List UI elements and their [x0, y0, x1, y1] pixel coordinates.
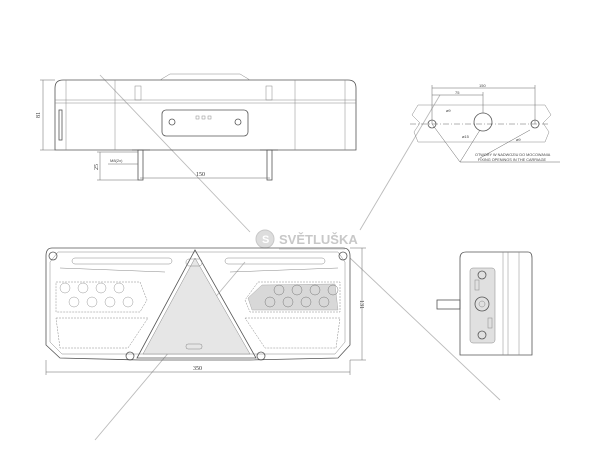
bolt-length-dim: 25: [94, 164, 100, 170]
top-view: 81 25 M8(2x) 150: [36, 73, 357, 181]
note-polish: OTWORY W NADWOZIU DO MOCOWANIA: [475, 153, 551, 157]
hole-center: [473, 112, 493, 132]
cable-connector: [436, 299, 461, 310]
height-dim-81: 81: [36, 112, 42, 118]
svg-text:S: S: [262, 234, 269, 246]
note-english: FIXING OPENINGS IN THE CARRIAGE: [478, 158, 547, 162]
bolt-left: [137, 149, 144, 181]
front-view: 350 131: [45, 247, 366, 375]
hole-spacing-dim: 150: [479, 83, 486, 88]
bolt-spacing-dim: 150: [196, 172, 205, 178]
hole-half-dim: 75: [455, 90, 460, 95]
height-dim-131: 131: [358, 300, 364, 309]
width-dim-350: 350: [193, 366, 202, 372]
side-view: [436, 251, 533, 356]
hole-left-label: ⌀9: [446, 108, 451, 113]
watermark-lines: [94, 74, 501, 441]
bolt-label: M8(2x): [110, 158, 123, 163]
hole-right-label: ⌀9: [516, 137, 521, 142]
svetluska-logo: S SVĚTLUŠKA: [255, 229, 358, 250]
logo-text: SVĚTLUŠKA: [279, 232, 358, 247]
reflector-triangle: [136, 249, 257, 359]
hole-pattern: 150 75 ⌀9 ⌀15 ⌀9 OTWORY W NADWOZIU DO MO…: [410, 83, 560, 163]
hole-center-label: ⌀15: [462, 134, 470, 139]
connector-plate: [161, 109, 249, 137]
bolt-right: [266, 149, 273, 181]
